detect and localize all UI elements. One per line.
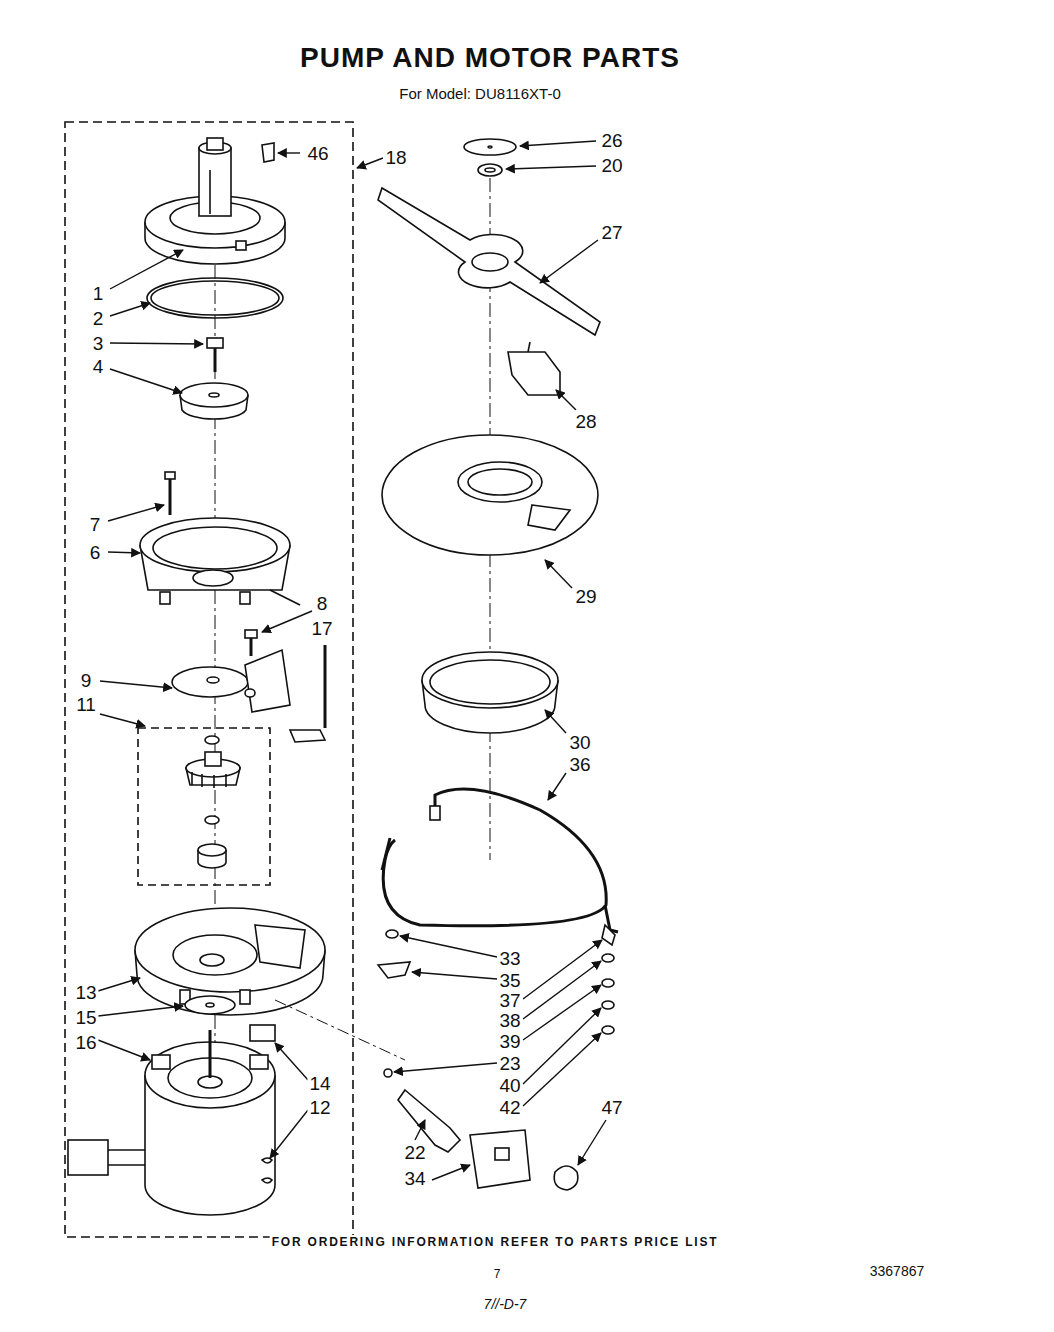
callout-number: 39 [497, 1031, 522, 1052]
callout-number: 22 [402, 1142, 427, 1163]
callout-number: 30 [567, 732, 592, 753]
pump-housing [145, 138, 285, 264]
callout-number: 6 [88, 542, 103, 563]
callout-number: 18 [383, 147, 408, 168]
callout-number: 46 [305, 143, 330, 164]
callout-number: 38 [497, 1010, 522, 1031]
document-number: 3367867 [868, 1263, 927, 1279]
callout-number: 8 [315, 593, 330, 614]
model-number: For Model: DU8116XT-0 [397, 85, 562, 102]
callout-number: 16 [73, 1032, 98, 1053]
callout-number: 37 [497, 990, 522, 1011]
leader-lines [98, 141, 606, 1180]
callout-number: 17 [309, 618, 334, 639]
callout-number: 14 [307, 1073, 332, 1094]
page-number: 7 [492, 1267, 503, 1281]
callout-number: 4 [91, 356, 106, 377]
callout-number: 27 [599, 222, 624, 243]
callout-number: 23 [497, 1053, 522, 1074]
caption: FOR ORDERING INFORMATION REFER TO PARTS … [270, 1235, 721, 1249]
callout-number: 9 [79, 670, 94, 691]
callout-number: 12 [307, 1097, 332, 1118]
callout-number: 40 [497, 1075, 522, 1096]
callout-number: 20 [599, 155, 624, 176]
callout-number: 35 [497, 970, 522, 991]
callout-number: 28 [573, 411, 598, 432]
handwritten-note: 7//-D-7 [482, 1296, 529, 1312]
callout-number: 2 [91, 308, 106, 329]
callout-number: 42 [497, 1097, 522, 1118]
assembly-outline [65, 122, 353, 1237]
title: PUMP AND MOTOR PARTS [298, 43, 682, 73]
callout-number: 33 [497, 948, 522, 969]
callout-number: 13 [73, 982, 98, 1003]
callout-number: 3 [91, 333, 106, 354]
motor [68, 1030, 275, 1215]
callout-number: 36 [567, 754, 592, 775]
callout-number: 47 [599, 1097, 624, 1118]
callout-number: 15 [73, 1007, 98, 1028]
callout-number: 29 [573, 586, 598, 607]
callout-number: 1 [91, 283, 106, 304]
callout-number: 11 [74, 694, 98, 715]
callout-number: 34 [402, 1168, 427, 1189]
callout-number: 26 [599, 130, 624, 151]
callout-number: 7 [88, 514, 103, 535]
